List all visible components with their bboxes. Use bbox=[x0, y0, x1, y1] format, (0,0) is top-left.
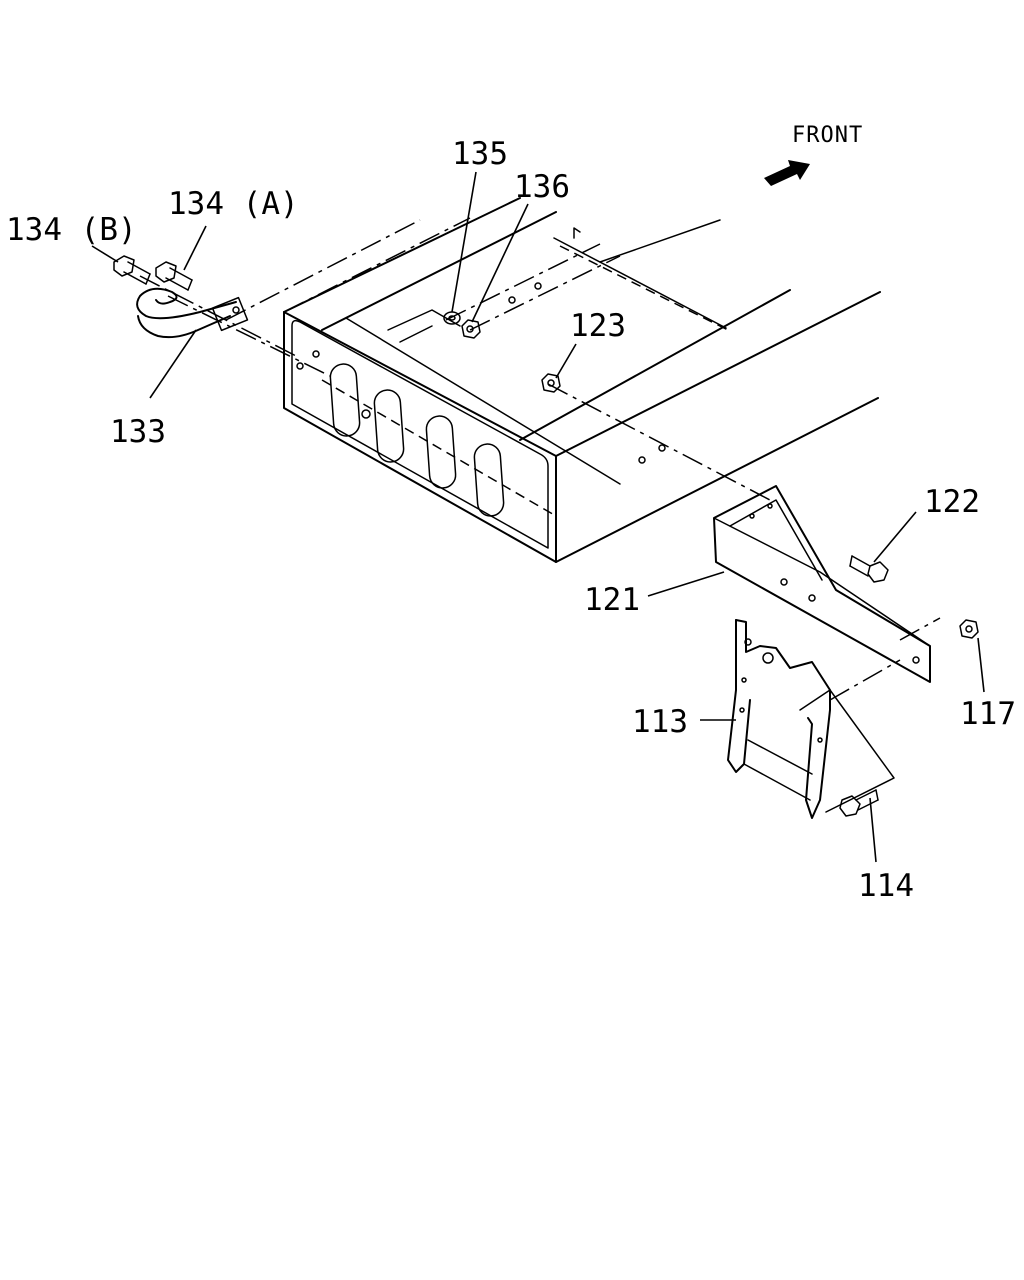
part-labels: 135 136 134 (A) 134 (B) 123 133 122 121 … bbox=[6, 136, 1016, 904]
label-121: 121 bbox=[584, 582, 640, 618]
label-122: 122 bbox=[924, 484, 980, 520]
nut-117 bbox=[959, 619, 979, 639]
label-136: 136 bbox=[514, 169, 570, 205]
front-label: FRONT bbox=[792, 123, 863, 148]
bolt-134a bbox=[155, 261, 193, 291]
stay-113 bbox=[727, 619, 895, 819]
label-123: 123 bbox=[570, 308, 626, 344]
label-134b: 134 (B) bbox=[6, 212, 137, 248]
tow-hook-133 bbox=[136, 287, 249, 339]
bolt-114 bbox=[839, 789, 879, 817]
label-117: 117 bbox=[960, 696, 1016, 732]
label-114: 114 bbox=[858, 868, 914, 904]
frame-crossmember bbox=[283, 197, 881, 563]
leader-lines bbox=[91, 171, 985, 863]
bracket-121 bbox=[713, 485, 931, 683]
front-arrow-icon bbox=[764, 160, 810, 186]
bolt-122 bbox=[849, 555, 889, 583]
nut-123 bbox=[541, 373, 561, 393]
label-134a: 134 (A) bbox=[168, 186, 299, 222]
front-direction-indicator: FRONT bbox=[764, 123, 863, 186]
label-135: 135 bbox=[452, 136, 508, 172]
assembly-lines bbox=[139, 217, 941, 701]
label-113: 113 bbox=[632, 704, 688, 740]
bolt-134b bbox=[113, 255, 151, 285]
nut-136 bbox=[461, 319, 481, 339]
label-133: 133 bbox=[110, 414, 166, 450]
